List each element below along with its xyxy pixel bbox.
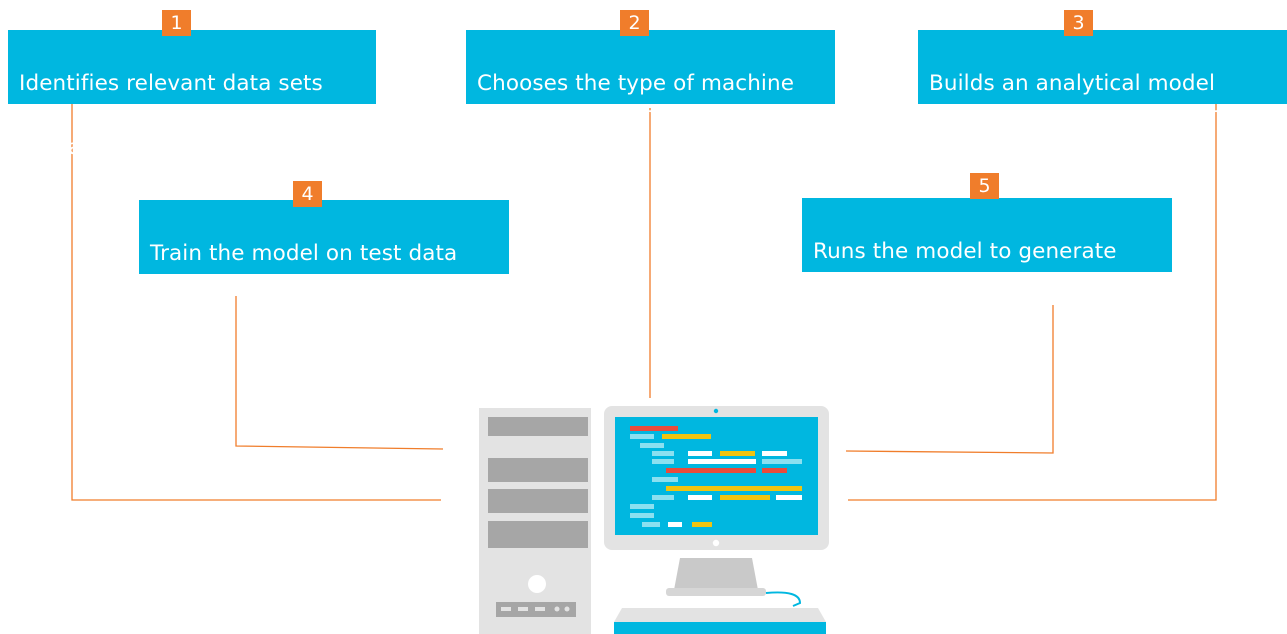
step-2-badge: 2	[620, 10, 649, 36]
step-4-badge: 4	[293, 181, 322, 207]
step-4-box: Train the model on test data sets, revis…	[139, 200, 509, 298]
step-5-badge: 5	[970, 173, 999, 199]
step-3-badge: 3	[1064, 10, 1093, 36]
connector-step-4	[235, 296, 444, 450]
connector-step-1	[71, 104, 441, 501]
tower-icon	[479, 408, 591, 634]
step-2-box: Chooses the type of machine learning alg…	[466, 30, 835, 128]
step-4-text: Train the model on test data sets, revis…	[150, 241, 458, 298]
code-lines	[630, 426, 802, 527]
step-3-box: Builds an analytical model based on the …	[918, 30, 1287, 128]
step-3-text: Builds an analytical model based on the …	[929, 71, 1267, 128]
step-1-text: Identifies relevant data sets and prepar…	[19, 71, 323, 160]
step-5-box: Runs the model to generate scores and ot…	[802, 198, 1172, 296]
step-1-badge: 1	[162, 10, 191, 36]
connector-step-3	[848, 104, 1217, 501]
step-5-text: Runs the model to generate scores and ot…	[813, 239, 1117, 296]
desktop-computer-with-code-icon	[479, 406, 829, 634]
step-1-box: Identifies relevant data sets and prepar…	[8, 30, 376, 160]
connector-step-5	[845, 305, 1054, 454]
step-2-text: Chooses the type of machine learning alg…	[477, 71, 795, 128]
monitor-icon	[604, 406, 829, 634]
